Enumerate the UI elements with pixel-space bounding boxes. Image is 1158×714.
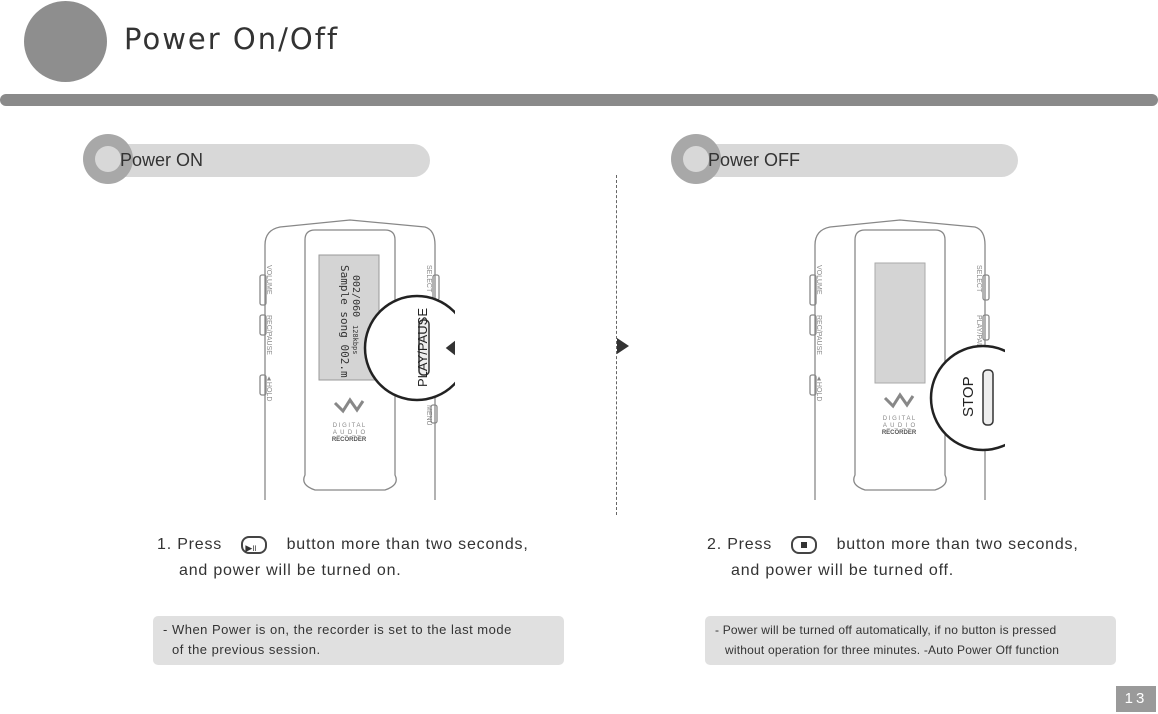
instruction-power-on: 1. Press button more than two seconds, a… <box>157 532 529 584</box>
note-text: of the previous session. <box>172 642 321 657</box>
vr-logo-icon <box>883 392 915 409</box>
screen-track: 002/060 <box>350 275 361 317</box>
section-bullet <box>671 134 721 184</box>
instruction-text: and power will be turned on. <box>179 562 402 579</box>
side-label: REC/PAUSE <box>265 315 272 355</box>
note-text: - When Power is on, the recorder is set … <box>163 622 512 637</box>
section-divider <box>616 175 617 515</box>
arrow-right-icon <box>617 338 629 354</box>
section-bullet <box>83 134 133 184</box>
side-label: REC/PAUSE <box>815 315 822 355</box>
section-label: Power OFF <box>708 150 801 170</box>
side-label: SELECT <box>425 265 432 293</box>
vr-logo-icon <box>333 397 365 414</box>
header-circle <box>24 1 107 82</box>
screen-song: Sample song 002.m <box>338 265 351 378</box>
logo-line: A_U_D_I_O <box>883 423 916 429</box>
note-power-off: - Power will be turned off automatically… <box>705 616 1116 665</box>
instruction-text: and power will be turned off. <box>731 562 955 579</box>
zoom-callout-circle <box>363 294 455 402</box>
logo-line: D I G I T A L <box>333 423 366 429</box>
recorder-illustration-on: 002/060 128kbps Sample song 002.m VOLUME… <box>259 219 455 500</box>
side-label: VOLUME <box>265 265 272 295</box>
side-label: SELECT <box>975 265 982 293</box>
page-number: 13 <box>1116 686 1156 712</box>
instruction-text: button more than two seconds, <box>836 536 1079 553</box>
note-power-on: - When Power is on, the recorder is set … <box>153 616 564 665</box>
callout-label: PLAY/PAUSE <box>415 308 430 387</box>
side-label: MENU <box>425 405 432 426</box>
screen-bitrate: 128kbps <box>351 325 359 355</box>
side-label: ◄HOLD <box>815 375 822 401</box>
side-label: PLAY/PAUSE <box>975 315 982 358</box>
play-pause-button-icon <box>241 535 268 561</box>
section-heading-power-off: Power OFF <box>671 134 1018 184</box>
section-heading-power-on: Power ON <box>83 134 430 184</box>
logo-line: RECORDER <box>882 430 917 436</box>
note-text: - Power will be turned off automatically… <box>715 623 1057 637</box>
logo-line: D I G I T A L <box>883 416 916 422</box>
arrow-left-icon <box>445 340 455 356</box>
callout-label: STOP <box>960 376 977 417</box>
instruction-power-off: 2. Press button more than two seconds, a… <box>707 532 1079 584</box>
instruction-text: 2. Press <box>707 536 773 553</box>
logo-line: A_U_D_I_O <box>333 430 366 436</box>
recorder-illustration-off: VOLUME REC/PAUSE ◄HOLD SELECT PLAY/PAUSE… <box>809 219 1005 500</box>
page-title: Power On/Off <box>124 22 340 56</box>
instruction-text: 1. Press <box>157 536 223 553</box>
logo-line: RECORDER <box>332 437 367 443</box>
section-label: Power ON <box>120 150 204 170</box>
note-text: without operation for three minutes. -Au… <box>725 643 1060 657</box>
header-rule <box>0 94 1158 106</box>
instruction-text: button more than two seconds, <box>286 536 529 553</box>
side-label: ◄HOLD <box>265 375 272 401</box>
side-label: VOLUME <box>815 265 822 295</box>
stop-button-icon <box>791 535 818 554</box>
